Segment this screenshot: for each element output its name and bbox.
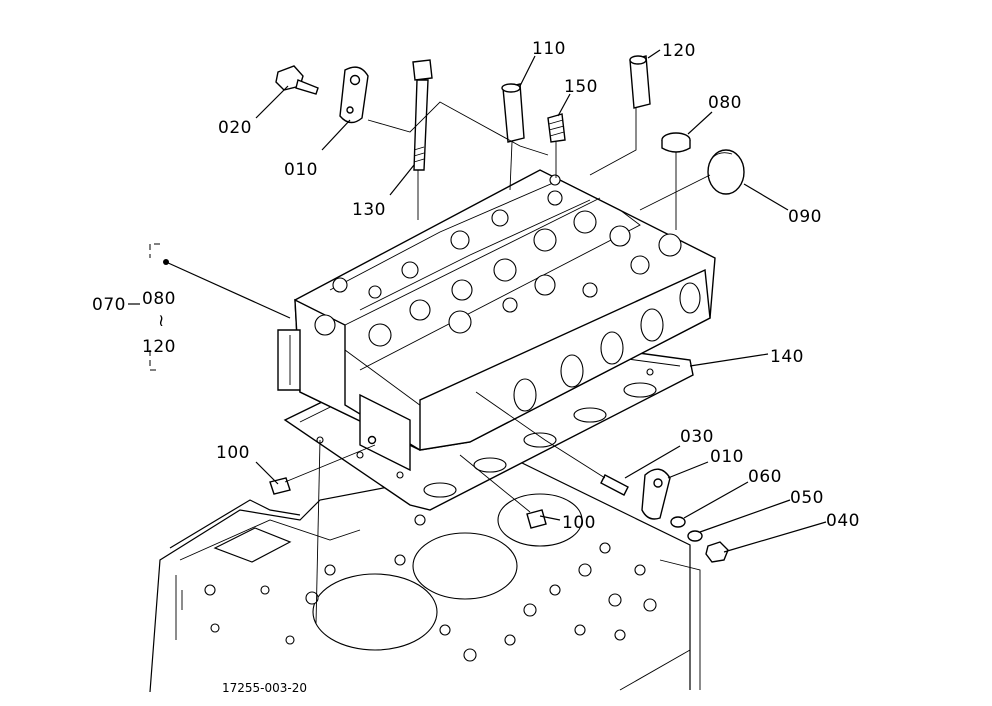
- part-100-left-plug: [269, 477, 291, 495]
- range-bracket: [149, 243, 160, 371]
- part-130-stud: [412, 59, 433, 171]
- intake-ports: [513, 282, 701, 412]
- part-110-guide: [501, 83, 525, 143]
- label-010-right: 010: [710, 447, 744, 467]
- label-060: 060: [748, 467, 782, 487]
- label-120-range: 120: [142, 337, 176, 357]
- part-060-washer: [670, 516, 686, 528]
- label-130: 130: [352, 200, 386, 220]
- label-010-top: 010: [284, 160, 318, 180]
- part-120-guide: [629, 55, 651, 109]
- part-030-stud: [600, 474, 629, 496]
- leader-lines: [163, 49, 827, 625]
- part-040-nut: [705, 541, 729, 563]
- part-080-cap: [661, 132, 691, 153]
- label-100-right: 100: [562, 513, 596, 533]
- label-100-left: 100: [216, 443, 250, 463]
- part-100-right-plug: [526, 509, 547, 529]
- part-050-washer: [687, 530, 703, 542]
- label-080-top: 080: [708, 93, 742, 113]
- range-tilde: ≀: [158, 311, 165, 331]
- callout-labels: 020 010 130 110 150 120 080 090 070 080 …: [92, 39, 860, 695]
- label-110: 110: [532, 39, 566, 59]
- label-020: 020: [218, 118, 252, 138]
- label-120-top: 120: [662, 41, 696, 61]
- label-140: 140: [770, 347, 804, 367]
- cylinder-head-assembly: [277, 169, 716, 472]
- label-040: 040: [826, 511, 860, 531]
- label-070: 070: [92, 295, 126, 315]
- label-150: 150: [564, 77, 598, 97]
- part-020-bolt: [275, 65, 319, 95]
- part-150-plug: [547, 113, 566, 143]
- label-030: 030: [680, 427, 714, 447]
- figure-code: 17255-003-20: [222, 681, 307, 695]
- part-010-bracket-right: [641, 468, 671, 520]
- label-050: 050: [790, 488, 824, 508]
- label-090: 090: [788, 207, 822, 227]
- valve-seat-holes: [314, 174, 682, 347]
- part-090-disc: [707, 149, 745, 195]
- label-080-range: 080: [142, 289, 176, 309]
- part-010-bracket: [339, 66, 369, 124]
